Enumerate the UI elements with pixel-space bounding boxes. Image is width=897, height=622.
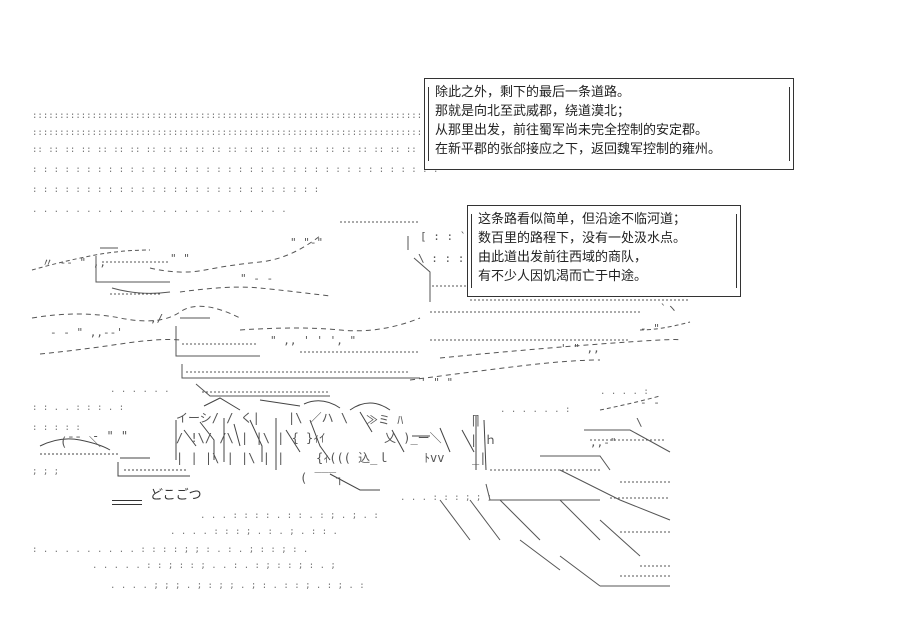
svg-text:: . . . . . . . . .: : . . . . . . . . . : : : : ; ; : . : . … <box>32 545 308 555</box>
narration-line: 在新平郡的张郃接应之下，返回魏军控制的雍州。 <box>435 142 722 157</box>
dune-lines <box>31 221 691 587</box>
svg-text:\ : : :: \ : : : <box>418 252 464 265</box>
svg-text:: : : : : : : : : : : : : : :: : : : : : : : : : : : : : : : : : : : : … <box>32 165 438 175</box>
svg-text:. . . . . : : ;: . . . . . : : ; : : ; . . : . : ; : : ; … <box>92 561 336 571</box>
svg-text:ﾄvv: ﾄvv <box>424 451 444 465</box>
svg-text:' " ,,: ' " ,, <box>560 342 600 355</box>
svg-text:" ,, ' ' ', ": " ,, ' ' ', " <box>270 334 356 347</box>
narration-bubble-1: 除此之外，剩下的最后一条道路。 那就是向北至武威郡，绕道漠北； 从那里出发，前往… <box>424 78 794 170</box>
svg-text:〃 -- " ,,: 〃 -- " ,, <box>42 256 106 269</box>
kana-fragments: イーシ/ / く| |\ ／ハ \ ≫ミ ﾊ ∏ / !\/ /\ | |\ |… <box>60 411 496 485</box>
svg-text:[ : : ``: [ : : `` <box>420 230 473 243</box>
narration-line: 除此之外，剩下的最后一条道路。 <box>435 85 631 100</box>
svg-text:" - -: " - - <box>240 272 273 285</box>
svg-text:: : : : : : : :: : : : : : : : : : : : : : : : : : : : : … <box>32 185 319 195</box>
svg-text:,,-": ,,-" <box>590 436 617 449</box>
svg-text:/ !\/ /\ | |\ | { }ｨｲ: / !\/ /\ | |\ | { }ｨｲ <box>176 431 325 445</box>
svg-text:::::::::::::::::::::::::::::::: ::::::::::::::::::::::::::::::::::::::::… <box>32 111 444 121</box>
svg-text:: : . . : : : .: : : . . : : : . : <box>32 403 124 413</box>
dotted-sky: ::::::::::::::::::::::::::::::::::::::::… <box>32 111 444 215</box>
narration-line: 由此道出发前往西域的商队， <box>478 250 648 265</box>
svg-text:. . . . : : : ;: . . . . : : : ; . : . ; . : : . <box>170 527 338 537</box>
svg-text:' " ": ' " " <box>420 376 453 389</box>
svg-text:`ヽ: `ヽ <box>660 302 678 315</box>
svg-text:; ; ;: ; ; ; <box>32 467 59 477</box>
narration-line: 有不少人因饥渴而亡于中途。 <box>478 269 648 284</box>
svg-text:_|: _| <box>472 451 486 465</box>
art-caption: イーシ/ / く| <box>176 411 260 425</box>
narration-bubble-2: 这条路看似简单，但沿途不临河道； 数百里的路程下，没有一处汲水点。 由此道出发前… <box>467 205 741 297</box>
svg-text:: : : : :: : : : : : <box>32 423 81 433</box>
svg-text:| | |\ | |\ | |: | | |\ | |\ | | <box>176 451 284 465</box>
svg-text:- ": - " <box>640 322 660 335</box>
svg-text:- - " ,,--': - - " ,,--' <box>50 326 123 339</box>
svg-text:. . . : : : : .: . . . : : : : . : : . : ; . ; . : <box>200 511 379 521</box>
svg-text:" "-": " "-" <box>290 236 323 249</box>
narration-line: 从那里出发，前往蜀军尚未完全控制的安定郡。 <box>435 123 709 138</box>
svg-text:\: \ <box>636 416 643 429</box>
svg-text:{ｨ((( 込_ｌ: {ｨ((( 込_ｌ <box>316 451 389 465</box>
ground-dots: . . . . . . : : . . : : : . : . . . . : … <box>32 385 649 591</box>
svg-text::: :: :: :: :: :: :: :: :: ::: :: :: :: :: :: :: :: :: :: :: :: :: :: :… <box>32 145 433 155</box>
signature-bar <box>112 500 142 505</box>
svg-text:| ｈ: | ｈ <box>470 433 496 447</box>
svg-text:. . . : : : ; ; ;: . . . : : : ; ; ; <box>400 493 492 503</box>
svg-text:. . . . :: . . . . : <box>600 387 649 397</box>
svg-text:∏: ∏ <box>472 413 479 427</box>
svg-text:. . . . . . . .: . . . . . . . . . . . . . . . . . . . . … <box>32 205 287 215</box>
narration-line: 这条路看似简单，但沿途不临河道； <box>478 212 687 227</box>
svg-text:" ": " " <box>170 252 190 265</box>
narration-line: 数百里的路程下，没有一处汲水点。 <box>478 231 687 246</box>
wind-marks: 〃 -- " ,, " " " - - " "-" - - " ,,--' ,/… <box>42 230 678 449</box>
svg-text:(¯¯ ＼: (¯¯ ＼ <box>60 435 101 449</box>
svg-text:- " ": - " " <box>92 429 128 443</box>
svg-text:|\ ／ハ \: |\ ／ハ \ <box>288 411 348 425</box>
svg-text:- -: - - <box>640 396 660 409</box>
svg-text:. . . . . .: . . . . . . <box>110 385 170 395</box>
svg-text:::::::::::::::::::::::::::::::: ::::::::::::::::::::::::::::::::::::::::… <box>32 128 444 138</box>
art-signature: どこごつ <box>150 488 202 503</box>
svg-text:. . . . ; ; ; .: . . . . ; ; ; . ; : ; ; . ; : . : : ; . … <box>110 581 365 591</box>
svg-text:乂 )_ー＼: 乂 )_ー＼ <box>384 431 442 445</box>
svg-text:. . . . . . :: . . . . . . : <box>500 405 570 415</box>
svg-text:,/: ,/ <box>150 312 163 325</box>
narration-line: 那就是向北至武威郡，绕道漠北； <box>435 104 631 119</box>
svg-text:≫ミ ﾊ: ≫ミ ﾊ <box>366 413 403 427</box>
svg-text:( ‾‾‾┐: ( ‾‾‾┐ <box>300 471 343 485</box>
caravan-figures <box>39 397 487 491</box>
